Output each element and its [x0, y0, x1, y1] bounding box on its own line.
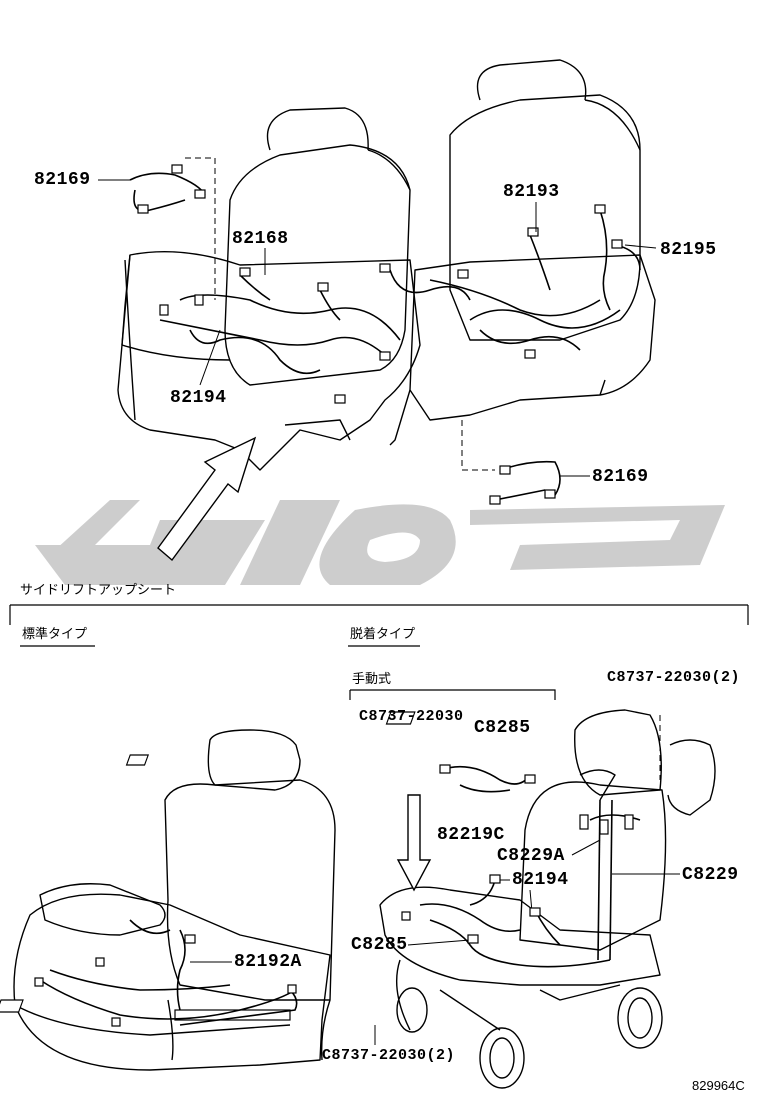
callout-82169-right: 82169: [592, 467, 649, 487]
bottom-right-harness: [419, 765, 641, 968]
callout-82169-top: 82169: [34, 170, 91, 190]
bottom-right-seat: [379, 709, 716, 1089]
label-side-lift-seat: サイドリフトアップシート: [20, 583, 177, 598]
callout-82192a: 82192A: [234, 952, 302, 972]
top-harness: [129, 172, 641, 501]
section-divider: [9, 604, 749, 700]
callout-c8229a: C8229A: [497, 846, 565, 866]
top-connectors: [137, 164, 623, 505]
callout-82194-bottom: 82194: [512, 870, 569, 890]
leader-lines: [98, 179, 680, 1045]
insertion-arrow-top: [157, 436, 257, 562]
label-manual-type: 手動式: [352, 672, 392, 687]
callout-c8229: C8229: [682, 865, 739, 885]
figure-reference: 829964C: [692, 1078, 745, 1093]
callout-82195: 82195: [660, 240, 717, 260]
dashed-guides: [185, 157, 661, 780]
callout-82194-top: 82194: [170, 388, 227, 408]
callout-c8285-left: C8285: [351, 935, 408, 955]
label-detachable-type: 脱着タイプ: [350, 627, 416, 642]
callout-c8737-bottom: C8737-22030(2): [322, 1047, 456, 1064]
watermark: [35, 500, 725, 585]
bottom-left-connectors: [34, 934, 297, 1027]
top-seats: [117, 59, 656, 471]
callout-82219c: 82219C: [437, 825, 505, 845]
callout-82193: 82193: [503, 182, 560, 202]
bottom-left-seat: [13, 729, 336, 1071]
insertion-arrow-bottom: [396, 794, 432, 892]
label-standard-type: 標準タイプ: [22, 627, 88, 642]
bottom-right-connectors: [0, 711, 634, 1013]
callout-c8285-top: C8285: [474, 718, 531, 738]
callout-c8737-manual: C8737-22030: [359, 708, 464, 725]
callout-82168: 82168: [232, 229, 289, 249]
callout-c8737-top-right: C8737-22030(2): [607, 669, 741, 686]
